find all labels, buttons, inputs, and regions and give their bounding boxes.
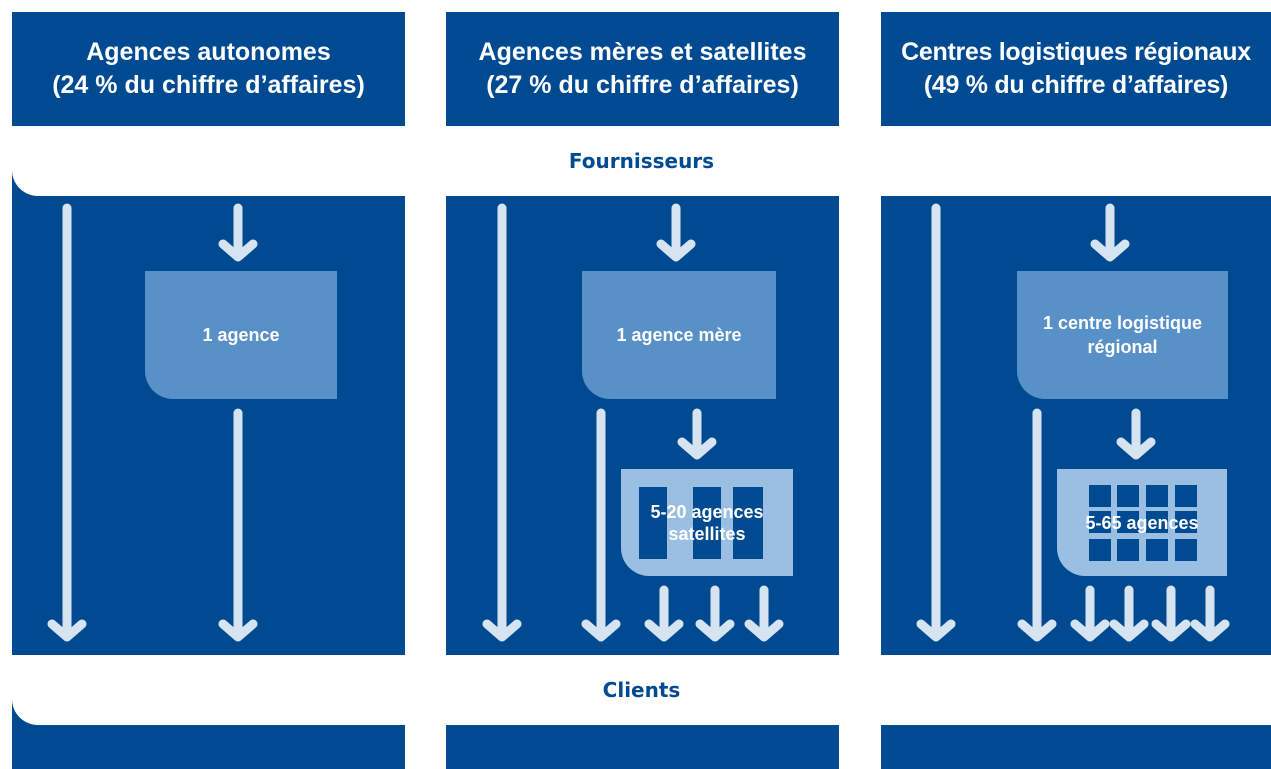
- regional-agencies-box: 5-65 agences: [1057, 469, 1227, 576]
- window-icon: [1117, 539, 1139, 561]
- window-icon: [693, 487, 721, 559]
- column-title: Agences mères et satellites (27 % du chi…: [446, 36, 839, 102]
- window-icon: [1175, 539, 1197, 561]
- clients-band: Clients: [12, 655, 1271, 725]
- column-title-line2: (24 % du chiffre d’affaires): [52, 71, 365, 99]
- window-icon: [1175, 485, 1197, 507]
- regional-center-label-line1: 1 centre logistique: [1042, 313, 1203, 333]
- window-icon: [1146, 539, 1168, 561]
- regional-center-label-line2: régional: [1087, 337, 1158, 357]
- window-icon: [1089, 511, 1111, 533]
- parent-agency-box: 1 agence mère: [582, 271, 776, 399]
- window-icon: [1146, 511, 1168, 533]
- window-icon: [1089, 485, 1111, 507]
- window-icon: [1175, 511, 1197, 533]
- satellite-agencies-label: 5-20 agences satellites: [621, 501, 793, 545]
- column-title-line2: (49 % du chiffre d’affaires): [923, 71, 1229, 99]
- column-title: Agences autonomes (24 % du chiffre d’aff…: [12, 36, 405, 102]
- regional-center-box-label: 1 centre logistique régional: [1017, 311, 1228, 359]
- clients-label: Clients: [602, 678, 681, 702]
- column-title-line1: Centres logistiques régionaux: [901, 38, 1251, 66]
- agency-box: 1 agence: [145, 271, 337, 399]
- suppliers-label: Fournisseurs: [568, 149, 715, 173]
- suppliers-band: Fournisseurs: [12, 126, 1271, 196]
- column-title-line2: (27 % du chiffre d’affaires): [486, 71, 799, 99]
- satellite-label-line1: 5-20 agences: [650, 501, 764, 522]
- window-icon: [1117, 485, 1139, 507]
- agency-box-label: 1 agence: [202, 325, 280, 345]
- regional-agencies-label: 5-65 agences: [1085, 512, 1199, 533]
- window-icon: [1146, 485, 1168, 507]
- parent-agency-box-label: 1 agence mère: [616, 325, 742, 345]
- column-title-line1: Agences mères et satellites: [478, 38, 807, 66]
- satellite-agencies-box: 5-20 agences satellites: [621, 469, 793, 576]
- satellite-label-line2: satellites: [668, 523, 746, 544]
- window-icon: [733, 487, 763, 559]
- regional-center-box: 1 centre logistique régional: [1017, 271, 1228, 399]
- column-title-line1: Agences autonomes: [86, 38, 331, 66]
- window-icon: [639, 487, 667, 559]
- window-icon: [1117, 511, 1139, 533]
- window-icon: [1089, 539, 1111, 561]
- column-title: Centres logistiques régionaux (49 % du c…: [881, 36, 1271, 102]
